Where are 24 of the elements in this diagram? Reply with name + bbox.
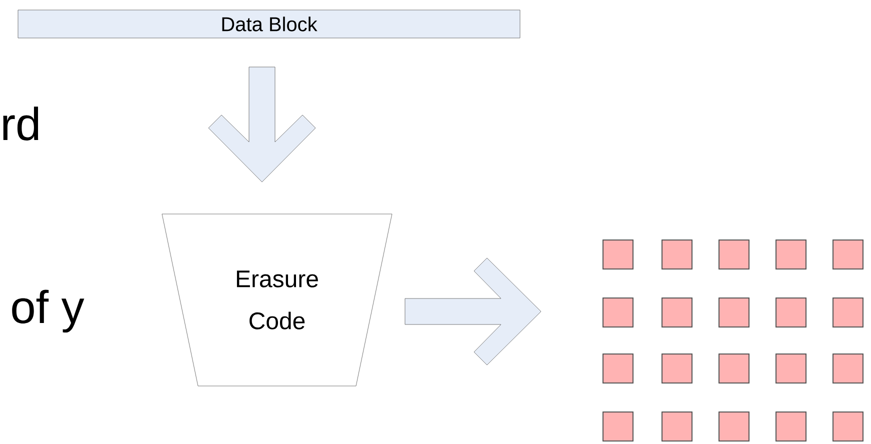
square — [602, 412, 634, 442]
square — [602, 240, 634, 270]
trapezoid-box: Erasure Code — [162, 214, 392, 386]
square — [832, 354, 864, 384]
square — [832, 412, 864, 442]
square — [776, 240, 806, 270]
square — [832, 240, 864, 270]
square — [776, 412, 806, 442]
slide-text: of y — [12, 290, 84, 333]
data-block-bar: Data Block — [18, 10, 520, 38]
square — [776, 298, 806, 328]
square — [718, 412, 750, 442]
square — [662, 412, 692, 442]
square — [662, 298, 692, 328]
square — [718, 298, 750, 328]
square — [776, 354, 806, 384]
square — [662, 240, 692, 270]
square — [718, 354, 750, 384]
slide-text: rd — [3, 106, 38, 140]
square — [662, 354, 692, 384]
square — [602, 298, 634, 328]
square — [602, 354, 634, 384]
square — [832, 298, 864, 328]
square — [718, 240, 750, 270]
